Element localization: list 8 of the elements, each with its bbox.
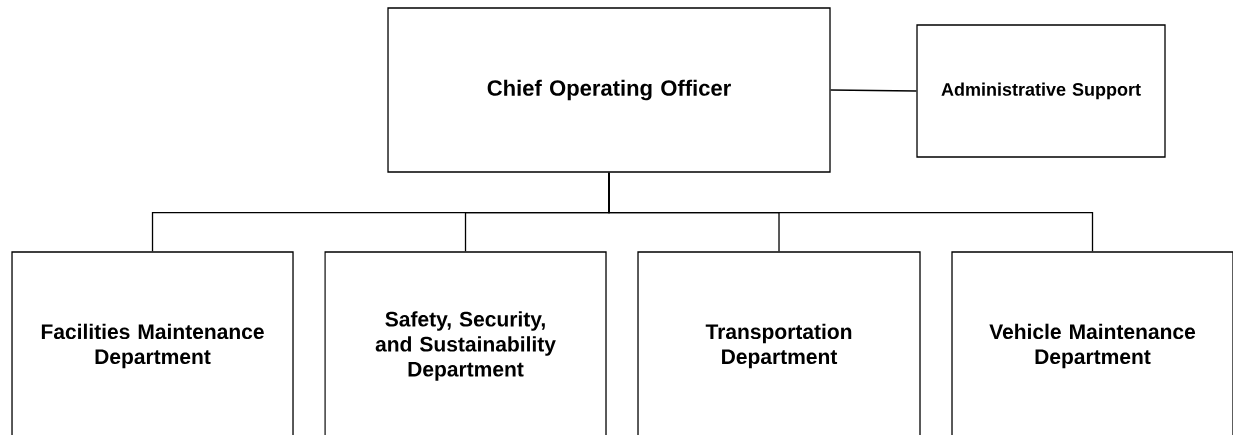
- department-box: Transportation Department: [637, 251, 921, 435]
- support-box: Administrative Support: [916, 24, 1166, 158]
- executive-box: Chief Operating Officer: [387, 7, 831, 173]
- department-box: Vehicle Maintenance Department: [951, 251, 1233, 435]
- connector-line: [608, 172, 1094, 252]
- department-box: Facilities Maintenance Department: [11, 251, 294, 435]
- connector-line: [830, 89, 917, 92]
- department-box: Safety, Security, and Sustainability Department: [324, 251, 607, 435]
